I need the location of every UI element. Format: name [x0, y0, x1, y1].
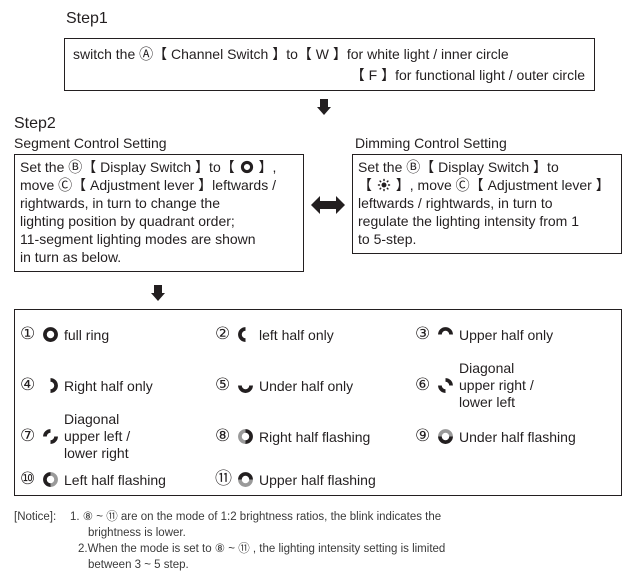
upper-half-icon	[438, 327, 453, 335]
mode-label: Under half only	[259, 378, 354, 394]
mode-number: ⑧	[215, 426, 231, 445]
step1-box: switch the Ⓐ【 Channel Switch 】to【 W 】for…	[64, 38, 595, 91]
dimming-line-2-start: 【	[358, 177, 372, 193]
dimming-line-2-end: 】, move Ⓒ【 Adjustment lever 】	[395, 177, 610, 193]
step1-line1: switch the Ⓐ【 Channel Switch 】to【 W 】for…	[73, 46, 509, 62]
mode-number: ②	[215, 324, 231, 343]
segment-heading: Segment Control Setting	[14, 135, 167, 151]
mode-label: Upper half flashing	[259, 472, 376, 488]
mode-number: ③	[415, 324, 431, 343]
mode-label-line: upper right /	[459, 377, 534, 393]
segment-line-5: 11-segment lighting modes are shown	[20, 231, 256, 247]
dimming-line-1: Set the Ⓑ【 Display Switch 】to	[358, 159, 559, 175]
segment-line-6: in turn as below.	[20, 249, 122, 265]
diagonal-upper-right-icon	[438, 378, 453, 393]
right-half-flashing-icon	[238, 429, 253, 444]
mode-label: left half only	[259, 327, 334, 343]
step1-line2: 【 F 】for functional light / outer circle	[350, 67, 585, 83]
step1-title: Step1	[66, 10, 108, 27]
diagonal-upper-left-icon	[43, 429, 58, 444]
under-half-icon	[238, 385, 253, 393]
dimming-line-4: regulate the lighting intensity from 1	[358, 213, 580, 229]
left-half-flashing-icon	[43, 472, 58, 487]
notice-item2-a: 2.When the mode is set to ⑧ ~ ⑪ , the li…	[78, 543, 446, 555]
mode-number: ⑨	[415, 426, 431, 445]
mode-label: Upper half only	[459, 327, 554, 343]
segment-line-1: Set the Ⓑ【 Display Switch 】to【	[20, 159, 235, 175]
step2-title: Step2	[14, 115, 56, 132]
left-half-icon	[238, 327, 246, 342]
arrow-down-icon	[317, 99, 331, 115]
under-half-flashing-icon	[438, 429, 453, 444]
full-ring-icon	[240, 160, 253, 174]
notice-prefix: [Notice]:	[14, 511, 57, 523]
mode-label-line: Diagonal	[459, 360, 515, 376]
mode-number: ⑦	[20, 426, 36, 445]
mode-number: ①	[20, 324, 36, 343]
notice-item1-a: 1. ⑧ ~ ⑪ are on the mode of 1:2 brightne…	[70, 511, 442, 523]
mode-number: ⑩	[20, 469, 36, 488]
dimming-line-5: to 5-step.	[358, 231, 417, 247]
segment-line-4: lighting position by quadrant order;	[20, 213, 235, 229]
upper-half-flashing-icon	[238, 472, 253, 487]
mode-label: Right half flashing	[259, 429, 371, 445]
segment-line-2: move Ⓒ【 Adjustment lever 】leftwards /	[20, 177, 276, 193]
mode-number: ⑪	[215, 469, 232, 488]
segment-line-3: rightwards, in turn to change the	[20, 195, 221, 211]
mode-label-line: lower right	[64, 445, 129, 461]
mode-label: Left half flashing	[64, 472, 166, 488]
dimming-control-box: Set the Ⓑ【 Display Switch 】to 【 】, move …	[352, 154, 622, 254]
mode-number: ⑥	[415, 375, 431, 394]
mode-label: Right half only	[64, 378, 153, 394]
full-ring-icon	[43, 327, 58, 342]
dimming-line-3: leftwards / rightwards, in turn to	[358, 195, 553, 211]
mode-label-line: Diagonal	[64, 411, 120, 427]
segment-line-1-end: 】,	[258, 159, 277, 175]
sun-icon	[377, 178, 391, 192]
double-arrow-icon	[311, 196, 345, 214]
mode-label: Under half flashing	[459, 429, 576, 445]
notice-item1-b: brightness is lower.	[88, 527, 186, 539]
dimming-heading: Dimming Control Setting	[355, 135, 507, 151]
arrow-down-icon	[151, 285, 165, 301]
notice-item2-b: between 3 ~ 5 step.	[88, 559, 189, 571]
mode-number: ④	[20, 375, 36, 394]
mode-label: full ring	[64, 327, 110, 343]
mode-number: ⑤	[215, 375, 231, 394]
mode-label-line: lower left	[459, 394, 516, 410]
modes-box	[14, 309, 622, 496]
segment-control-box: Set the Ⓑ【 Display Switch 】to【 】, move Ⓒ…	[14, 154, 304, 272]
right-half-icon	[50, 378, 58, 393]
mode-label-line: upper left /	[64, 428, 131, 444]
